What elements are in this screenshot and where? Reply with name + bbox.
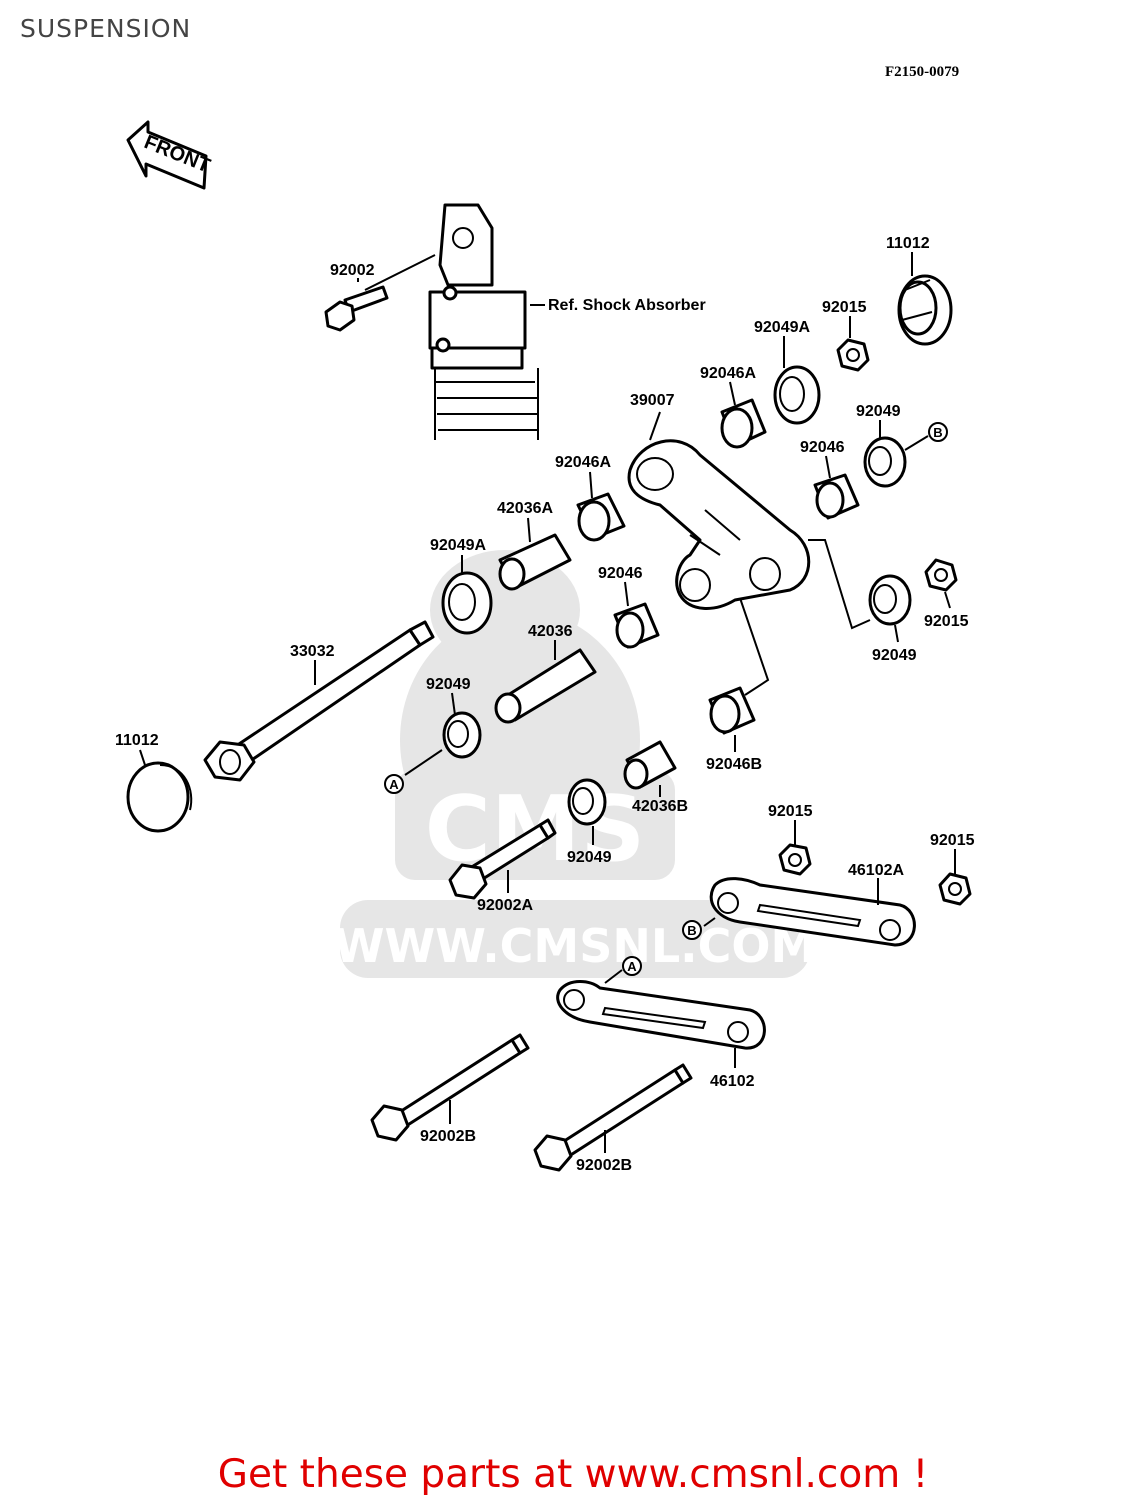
nut-92015-far-right-icon xyxy=(938,872,972,906)
seal-92049-right-lower-icon xyxy=(868,574,912,626)
nut-92015-top-icon xyxy=(836,338,870,372)
part-label-11012-top: 11012 xyxy=(886,235,930,252)
part-label-92002A: 92002A xyxy=(477,897,533,914)
part-label-46102A: 46102A xyxy=(848,862,904,879)
part-label-92049-right-top: 92049 xyxy=(856,403,901,420)
seal-92049-left-icon xyxy=(442,711,482,759)
bearing-92046-right-icon xyxy=(813,473,860,520)
part-label-92015-right: 92015 xyxy=(924,613,969,630)
nut-92015-middle-icon xyxy=(778,843,812,876)
collar-42036-icon xyxy=(494,648,597,724)
part-label-42036A: 42036A xyxy=(497,500,553,517)
link-rod-46102-icon xyxy=(556,980,766,1050)
part-label-92046A-top: 92046A xyxy=(700,365,756,382)
bolt-92002-icon xyxy=(324,285,389,332)
part-label-92002B-left: 92002B xyxy=(420,1128,476,1145)
ref-code: F2150-0079 xyxy=(885,64,959,80)
bearing-92046A-top-icon xyxy=(720,398,767,449)
part-label-92015-top: 92015 xyxy=(822,299,867,316)
seal-92049-right-top-icon xyxy=(863,436,907,488)
part-label-92046A-left: 92046A xyxy=(555,454,611,471)
marker-b-top: B xyxy=(928,422,948,442)
part-label-92015-far-right: 92015 xyxy=(930,832,975,849)
shaft-33032-icon xyxy=(203,620,435,782)
part-label-42036B: 42036B xyxy=(632,798,688,815)
bolt-92002B-right-icon xyxy=(533,1063,693,1172)
part-label-11012-left: 11012 xyxy=(115,732,159,749)
part-label-92002: 92002 xyxy=(330,262,375,279)
shock-label: Ref. Shock Absorber xyxy=(548,297,706,314)
marker-a-lower: A xyxy=(622,956,642,976)
part-label-92015-middle: 92015 xyxy=(768,803,813,820)
front-arrow-icon: FRONT xyxy=(126,120,213,190)
marker-a-left: A xyxy=(384,774,404,794)
page-title: SUSPENSION xyxy=(20,14,192,43)
cap-11012-top-icon xyxy=(897,274,953,346)
collar-42036A-icon xyxy=(498,533,572,591)
seal-92049A-left-icon xyxy=(441,571,493,635)
link-rod-46102A-icon xyxy=(709,877,916,947)
part-label-39007: 39007 xyxy=(630,392,675,409)
watermark-text: WWW.CMSNL.COM xyxy=(334,919,817,973)
part-label-92049-lower: 92049 xyxy=(567,849,612,866)
marker-a-lower-label: A xyxy=(627,959,637,974)
rocker-arm-39007-icon xyxy=(627,439,811,610)
bolt-92002B-left-icon xyxy=(370,1033,530,1142)
part-label-92049-left: 92049 xyxy=(426,676,471,693)
seal-92049A-top-icon xyxy=(773,365,821,425)
marker-b-lower-label: B xyxy=(687,923,696,938)
part-label-46102: 46102 xyxy=(710,1073,755,1090)
marker-a-left-label: A xyxy=(389,777,399,792)
marker-b-lower: B xyxy=(682,920,702,940)
nut-92015-right-icon xyxy=(924,558,958,592)
seal-92049-lower-icon xyxy=(567,778,607,826)
promo-link[interactable]: Get these parts at www.cmsnl.com ! xyxy=(217,1452,929,1497)
part-label-33032: 33032 xyxy=(290,643,335,660)
shock-absorber-icon xyxy=(428,203,539,440)
marker-b-top-label: B xyxy=(933,425,942,440)
part-label-92046-right: 92046 xyxy=(800,439,845,456)
part-label-92046B: 92046B xyxy=(706,756,762,773)
bearing-92046B-icon xyxy=(708,686,756,735)
collar-42036B-icon xyxy=(623,740,677,790)
bolt-92002A-icon xyxy=(448,818,557,900)
part-label-92002B-right: 92002B xyxy=(576,1157,632,1174)
bearing-92046-middle-icon xyxy=(613,602,660,649)
part-label-92049A-top: 92049A xyxy=(754,319,810,336)
bearing-92046A-left-icon xyxy=(576,492,626,542)
part-label-42036: 42036 xyxy=(528,623,573,640)
part-label-92049A-left: 92049A xyxy=(430,537,486,554)
part-label-92046-middle: 92046 xyxy=(598,565,643,582)
part-label-92049-right-lower: 92049 xyxy=(872,647,917,664)
cap-11012-left-icon xyxy=(126,761,193,833)
